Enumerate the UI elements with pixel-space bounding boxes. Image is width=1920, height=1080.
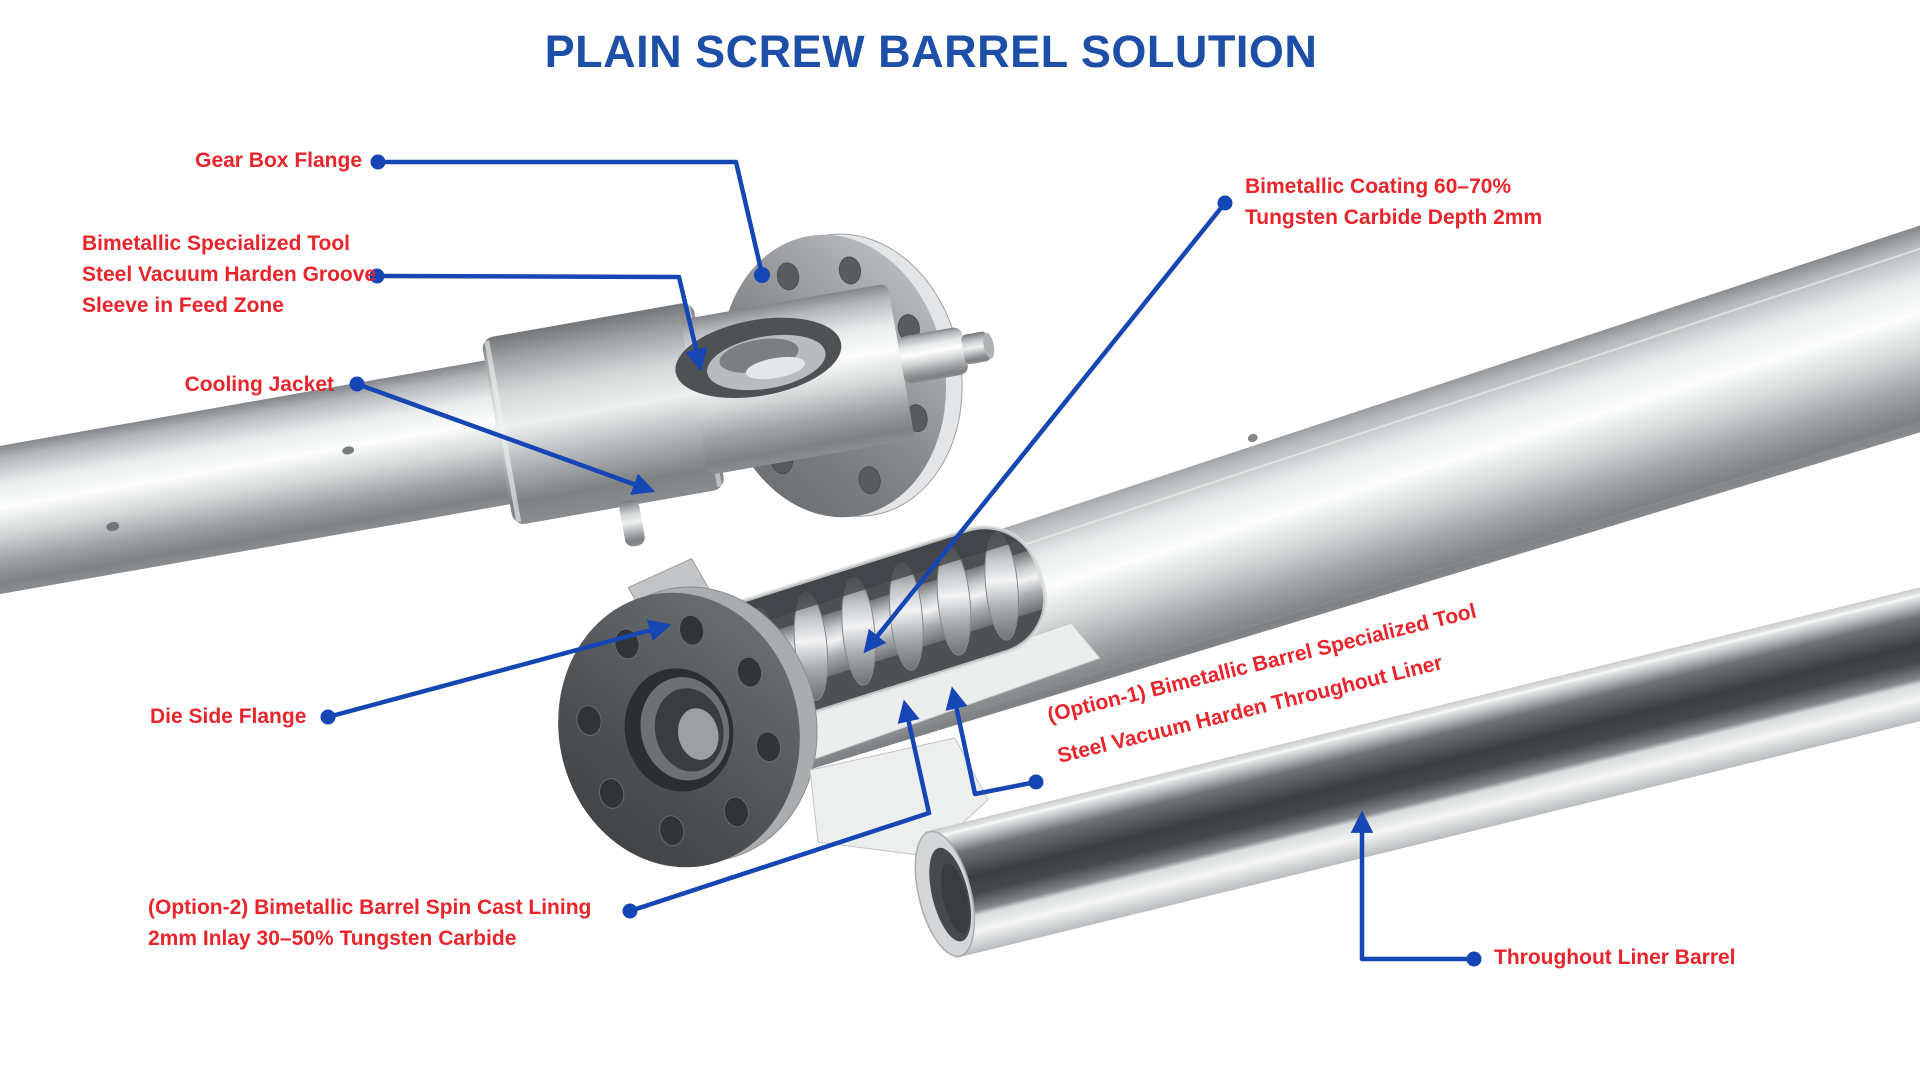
label-throughout-liner-barrel: Throughout Liner Barrel	[1494, 942, 1736, 973]
connector-line-die-side-flange	[327, 619, 672, 720]
connector-dot-cooling-jacket	[349, 376, 365, 392]
label-cooling-jacket: Cooling Jacket	[185, 369, 334, 400]
page-title: PLAIN SCREW BARREL SOLUTION	[544, 26, 1318, 77]
connector-dot-feed-sleeve	[369, 268, 385, 284]
connector-dot-gear-box-flange-label	[370, 154, 386, 170]
feed-section-illustration	[675, 284, 995, 475]
connector-dot-option1	[1028, 774, 1044, 790]
connector-dot-gear-box-flange-part	[754, 267, 770, 283]
label-text: Die Side Flange	[150, 705, 307, 728]
label-bimetallic-coating: Bimetallic Coating 60–70% Tungsten Carbi…	[1245, 171, 1542, 233]
label-text: Steel Vacuum Harden Groove	[82, 263, 377, 286]
label-text: 2mm Inlay 30–50% Tungsten Carbide	[148, 927, 517, 950]
connector-line-cooling-jacket	[356, 381, 656, 495]
connector-dot-throughout-liner	[1466, 951, 1482, 967]
label-die-side-flange: Die Side Flange	[150, 701, 306, 732]
liner-barrel-illustration	[914, 545, 1920, 959]
connector-line-feed-sleeve	[376, 273, 708, 372]
label-text: Cooling Jacket	[184, 373, 334, 396]
label-feed-sleeve: Bimetallic Specialized Tool Steel Vacuum…	[82, 228, 376, 321]
die-side-flange-illustration	[558, 557, 818, 868]
label-text: (Option-2) Bimetallic Barrel Spin Cast L…	[148, 896, 592, 919]
label-gear-box-flange: Gear Box Flange	[195, 145, 362, 176]
connector-dot-bimetallic-coating	[1217, 195, 1233, 211]
label-text: Bimetallic Coating 60–70%	[1245, 175, 1512, 198]
connector-dot-option2	[622, 903, 638, 919]
label-text: Tungsten Carbide Depth 2mm	[1245, 206, 1543, 229]
label-text: Bimetallic Specialized Tool	[82, 232, 351, 255]
label-text: Sleeve in Feed Zone	[82, 294, 284, 317]
label-option2-spin-cast: (Option-2) Bimetallic Barrel Spin Cast L…	[148, 892, 591, 954]
connectors	[320, 154, 1482, 967]
connector-line-bimetallic-coating	[863, 201, 1227, 654]
connector-line-gear-box-flange	[378, 159, 765, 275]
connector-line-option1	[945, 686, 1037, 797]
label-text: Throughout Liner Barrel	[1494, 946, 1736, 969]
label-text: Gear Box Flange	[195, 149, 362, 172]
connector-line-option2	[629, 699, 932, 914]
connector-line-throughout-liner	[1350, 810, 1474, 962]
connector-dot-die-side-flange	[320, 709, 336, 725]
